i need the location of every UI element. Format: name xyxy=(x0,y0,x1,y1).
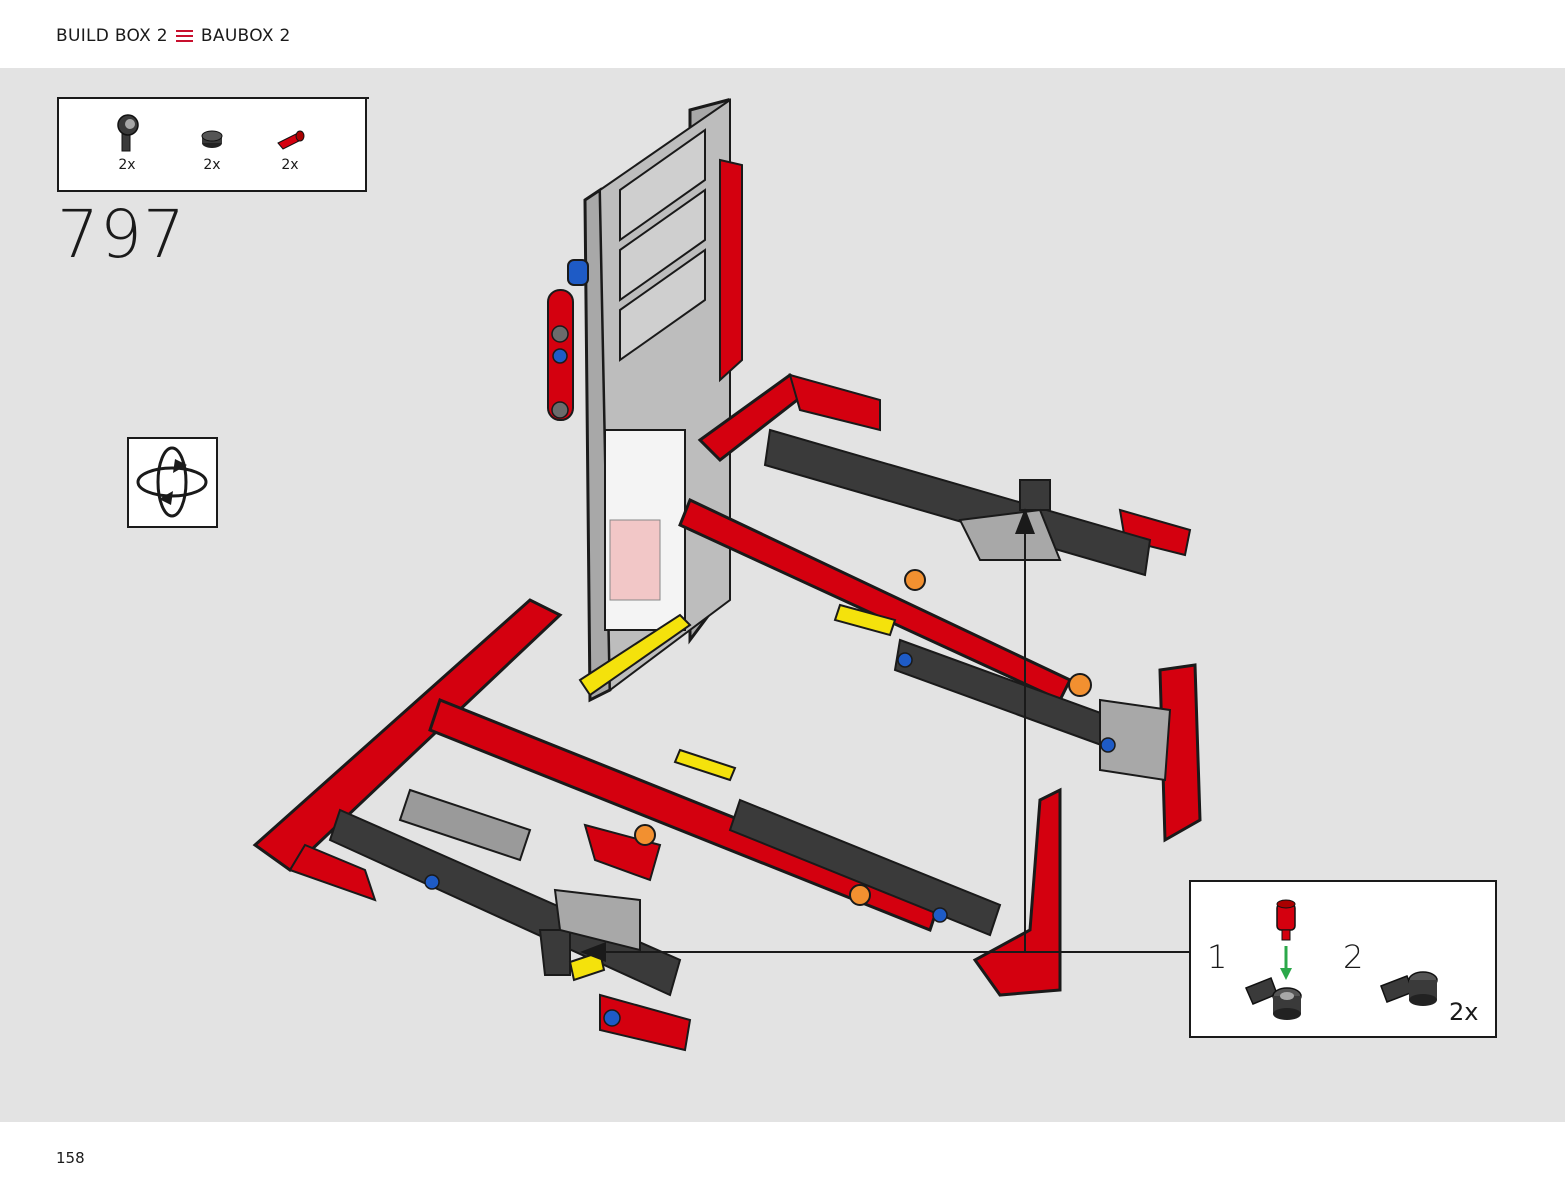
page-footer: 158 xyxy=(0,1122,1565,1191)
build-box-title: BUILD BOX 2 BAUBOX 2 xyxy=(56,26,291,46)
substep-number: 2 xyxy=(1343,938,1364,976)
build-box-label: BUILD BOX 2 xyxy=(56,26,168,46)
substep-1-illustration xyxy=(1245,899,1302,1020)
rotate-model-icon xyxy=(136,446,208,518)
black-angle-connector-icon xyxy=(117,114,139,152)
accent-parts xyxy=(424,569,1116,1027)
part-quantity: 2x xyxy=(118,157,136,173)
rotate-model-indicator xyxy=(127,437,218,528)
hamburger-icon xyxy=(175,30,193,42)
callout-pointer-arrows xyxy=(580,508,1189,962)
page-header: BUILD BOX 2 BAUBOX 2 xyxy=(0,0,1565,68)
model-illustration xyxy=(252,98,1202,1052)
part-item: 2x xyxy=(260,113,320,173)
part-item: 2x xyxy=(182,113,242,173)
black-round-bush-icon xyxy=(201,130,223,148)
red-chassis-frame xyxy=(252,373,1202,1052)
baubox-label: BAUBOX 2 xyxy=(200,26,291,46)
part-item: 2x xyxy=(97,113,157,173)
parts-list-box: 2x 2x 2x xyxy=(57,97,369,192)
red-friction-pin-icon xyxy=(277,130,305,150)
part-quantity: 2x xyxy=(203,157,221,173)
sub-assembly-callout: 1 2 2x xyxy=(1189,880,1497,1038)
page-number: 158 xyxy=(56,1149,85,1167)
instruction-stage: 2x 2x 2x 797 1 xyxy=(0,68,1565,1122)
step-number: 797 xyxy=(57,196,186,273)
substep-number: 1 xyxy=(1207,938,1228,976)
part-quantity: 2x xyxy=(281,157,299,173)
gray-connectors xyxy=(398,508,1172,952)
vertical-frame-panel xyxy=(547,98,743,703)
substep-multiplier: 2x xyxy=(1449,998,1479,1026)
substep-2-illustration xyxy=(1380,971,1438,1006)
